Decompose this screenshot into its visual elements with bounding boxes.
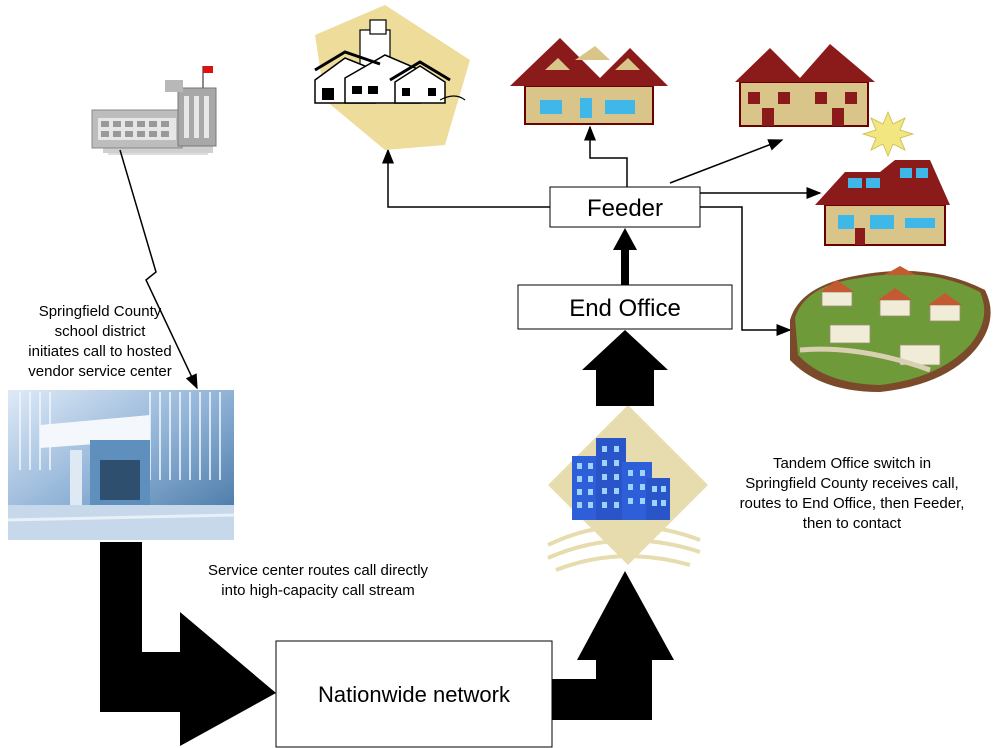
feeder-box: [549, 186, 701, 228]
school-caption-line-3: initiates call to hosted: [28, 343, 171, 360]
end-office-label: End Office: [569, 295, 681, 322]
tandem-caption-line-2: Springfield County receives call,: [745, 475, 958, 492]
sun-icon: [861, 110, 915, 158]
feeder-distribution-lines: [382, 125, 822, 336]
suburb-aerial-icon: [790, 266, 991, 392]
school-caption-line-4: vendor service center: [28, 363, 171, 380]
service-center-caption-line-1: Service center routes call directly: [208, 562, 429, 579]
tandem-caption-line-3: routes to End Office, then Feeder,: [740, 495, 965, 512]
end-office-box: [517, 284, 733, 330]
service-center-building-icon: [7, 390, 235, 540]
school-call-link: [119, 149, 198, 390]
school-district-caption: Springfield County school district initi…: [28, 303, 171, 380]
tandem-caption-line-4: then to contact: [803, 515, 902, 532]
school-caption-line-2: school district: [55, 323, 147, 340]
service-center-caption-line-2: into high-capacity call stream: [221, 582, 414, 599]
tandem-caption-line-1: Tandem Office switch in: [773, 455, 931, 472]
nationwide-network-label: Nationwide network: [318, 682, 511, 707]
tandem-office-building-icon: [547, 405, 708, 572]
school-building-icon: [91, 66, 217, 155]
service-to-network-arrow: [100, 542, 276, 746]
nationwide-network-box: [275, 640, 553, 748]
townhouse-icon: [735, 44, 875, 127]
tandem-office-caption: Tandem Office switch in Springfield Coun…: [740, 455, 965, 532]
endoffice-to-feeder-arrow: [613, 228, 637, 285]
school-caption-line-1: Springfield County: [39, 303, 162, 320]
town-neighborhood-icon: [314, 5, 470, 150]
red-house-icon: [510, 38, 668, 125]
solar-house-icon: [815, 160, 950, 246]
tandem-to-endoffice-arrow: [582, 330, 668, 406]
network-to-tandem-arrow: [552, 571, 674, 720]
feeder-label: Feeder: [587, 195, 663, 222]
